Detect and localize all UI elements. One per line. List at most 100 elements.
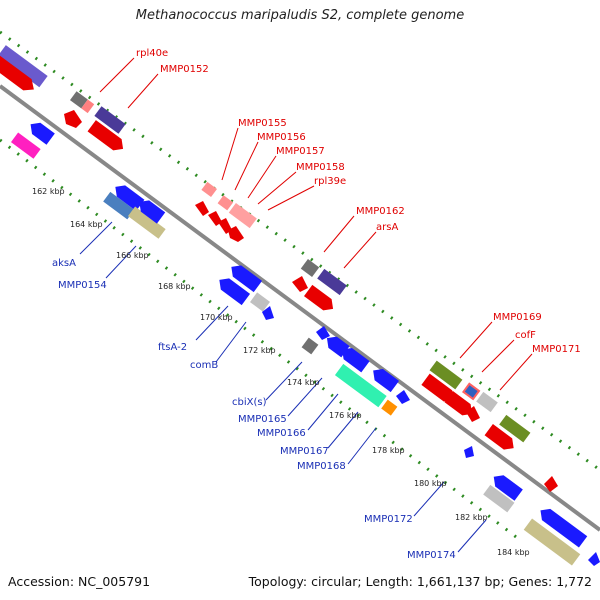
- gene-label: MMP0152: [160, 64, 209, 75]
- gene-label: MMP0169: [493, 312, 542, 323]
- leader-line: [343, 231, 377, 269]
- gene-arrow: [139, 200, 166, 224]
- gene-box: [228, 203, 257, 229]
- gene-label: MMP0165: [238, 414, 287, 425]
- gene-box: [81, 99, 95, 114]
- gene-label: MMP0157: [276, 146, 325, 157]
- gene-arrow: [342, 348, 370, 373]
- gene-label: rpl39e: [314, 176, 346, 187]
- leader-line: [265, 361, 303, 401]
- gene-label: MMP0168: [297, 461, 346, 472]
- gene-arrow: [544, 476, 558, 492]
- gene-label: MMP0156: [257, 132, 306, 143]
- gene-arrow: [316, 326, 330, 340]
- gene-label: MMP0167: [280, 446, 329, 457]
- leader-line: [481, 339, 515, 373]
- tick-label: 178 kbp: [372, 446, 405, 455]
- gene-arrow: [195, 201, 209, 216]
- gene-arrow: [421, 373, 454, 402]
- gene-label: MMP0171: [532, 344, 581, 355]
- tick-label: 164 kbp: [70, 220, 103, 229]
- gene-label: cofF: [515, 330, 536, 341]
- leader-line: [499, 353, 533, 391]
- gene-box: [317, 268, 347, 296]
- tick-label: 180 kbp: [414, 479, 447, 488]
- leader-line: [99, 57, 135, 93]
- tick-label: 174 kbp: [287, 378, 320, 387]
- dotted-outer-line: [0, 30, 600, 472]
- leader-line: [457, 519, 487, 553]
- gene-box: [523, 518, 581, 566]
- gene-label: MMP0174: [407, 550, 456, 561]
- leader-line: [127, 73, 159, 109]
- gene-arrow: [87, 120, 124, 151]
- gene-label: MMP0162: [356, 206, 405, 217]
- gene-box: [10, 132, 41, 159]
- gene-arrow: [466, 406, 480, 422]
- leader-line: [221, 127, 239, 181]
- gene-label: ftsA-2: [158, 342, 187, 353]
- gene-label: MMP0158: [296, 162, 345, 173]
- gene-label: MMP0155: [238, 118, 287, 129]
- tick-label: 168 kbp: [158, 282, 191, 291]
- gene-box: [300, 259, 320, 277]
- leader-line: [413, 481, 445, 517]
- gene-label: arsA: [376, 222, 398, 233]
- gene-arrow: [444, 391, 473, 416]
- backbone-line: [0, 84, 600, 532]
- top-leader-lines: [99, 57, 533, 391]
- gene-box: [464, 385, 478, 398]
- gene-arrow: [115, 185, 145, 211]
- gene-arrow: [493, 475, 523, 501]
- tick-label: 182 kbp: [455, 513, 488, 522]
- gene-box: [201, 181, 217, 197]
- tick-label: 166 kbp: [116, 251, 149, 260]
- gene-arrow: [484, 424, 514, 450]
- bottom-leader-lines: [79, 221, 487, 553]
- gene-arrow: [231, 265, 263, 293]
- gene-arrow: [228, 226, 244, 242]
- gene-arrow: [219, 278, 251, 306]
- gene-box: [103, 191, 135, 220]
- gene-label: rpl40e: [136, 48, 168, 59]
- gene-arrow: [396, 390, 410, 404]
- leader-line: [459, 321, 493, 359]
- leader-line: [215, 321, 247, 363]
- leader-line: [195, 305, 229, 341]
- gene-arrow: [588, 552, 600, 566]
- gene-box: [0, 45, 48, 88]
- gene-arrow: [30, 122, 55, 145]
- leader-line: [105, 245, 137, 279]
- gene-box: [381, 399, 398, 416]
- leader-line: [307, 393, 339, 431]
- gene-arrow: [373, 369, 400, 393]
- gene-box: [483, 484, 515, 513]
- top-gene-labels: rpl40e MMP0152 MMP0155 MMP0156 MMP0157 M…: [136, 48, 581, 355]
- gene-box: [334, 363, 387, 408]
- tick-label: 172 kbp: [243, 346, 276, 355]
- gene-arrow: [64, 110, 82, 128]
- gene-arrow: [262, 306, 274, 320]
- leader-line: [347, 427, 377, 465]
- tick-label: 176 kbp: [329, 411, 362, 420]
- gene-label: cbiX(s): [232, 397, 267, 408]
- gene-box: [250, 292, 270, 312]
- leader-line: [323, 215, 355, 253]
- gene-arrow: [303, 284, 334, 311]
- gene-box: [301, 337, 319, 355]
- gene-arrow: [292, 276, 308, 292]
- bottom-gene-labels: aksA MMP0154 ftsA-2 comB cbiX(s) MMP0165…: [52, 258, 456, 561]
- gene-box: [94, 106, 126, 134]
- leader-line: [79, 221, 113, 255]
- leader-line: [267, 185, 315, 211]
- gene-arrow: [540, 508, 588, 548]
- tick-label: 184 kbp: [497, 548, 530, 557]
- leader-line: [327, 411, 359, 449]
- accession-text: Accession: NC_005791: [8, 574, 151, 589]
- gene-label: MMP0172: [364, 514, 413, 525]
- gene-box: [70, 91, 88, 109]
- gene-box: [217, 195, 234, 211]
- leader-line: [247, 155, 277, 199]
- gene-arrow: [0, 55, 34, 91]
